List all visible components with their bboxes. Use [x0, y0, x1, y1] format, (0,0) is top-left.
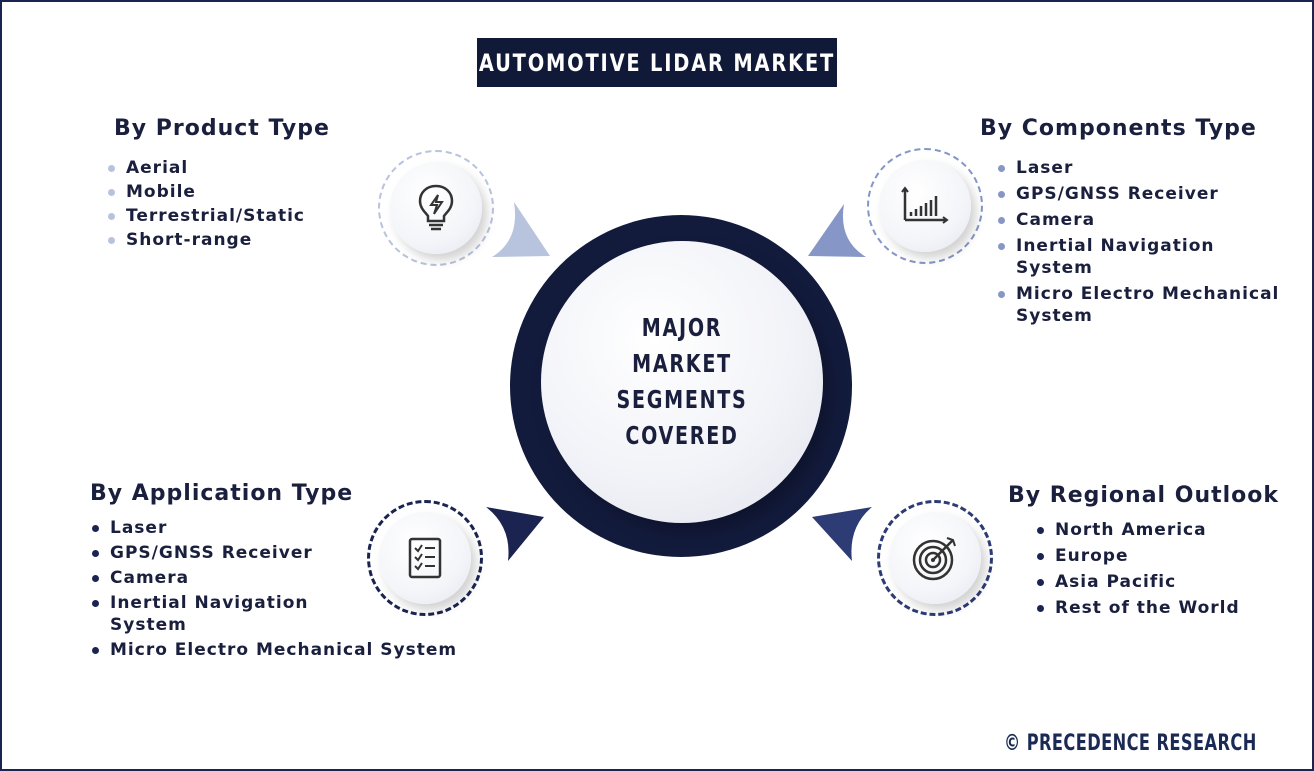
list-item: Terrestrial/Static	[108, 205, 305, 227]
arrow-bottom-left	[486, 507, 544, 561]
center-line: MAJOR	[641, 313, 723, 342]
bar-chart-icon	[901, 186, 949, 224]
list-item: Asia Pacific	[1037, 571, 1240, 593]
list-item: Inertial Navigation System	[92, 592, 320, 636]
list-item: GPS/GNSS Receiver	[998, 183, 1298, 205]
list-item: Mobile	[108, 181, 305, 203]
regional-outlook-list: North America Europe Asia Pacific Rest o…	[1037, 519, 1240, 619]
lightbulb-icon	[418, 184, 454, 231]
list-item: Inertial Navigation System	[998, 235, 1298, 279]
list-item: Camera	[998, 209, 1298, 231]
list-item: North America	[1037, 519, 1240, 541]
application-type-list: Laser GPS/GNSS Receiver Camera Inertial …	[92, 517, 472, 661]
list-item: GPS/GNSS Receiver	[92, 542, 472, 564]
components-type-badge	[867, 148, 983, 264]
target-icon	[912, 537, 956, 581]
regional-outlook-heading: By Regional Outlook	[1008, 483, 1280, 508]
list-item: Aerial	[108, 157, 305, 179]
list-item: Micro Electro Mechanical System	[92, 639, 472, 661]
checklist-icon	[408, 537, 442, 579]
product-type-heading: By Product Type	[114, 116, 330, 141]
list-item: Europe	[1037, 545, 1240, 567]
list-item: Rest of the World	[1037, 597, 1240, 619]
list-item: Camera	[92, 567, 472, 589]
list-item: Laser	[998, 157, 1298, 179]
regional-outlook-badge	[877, 500, 993, 616]
list-item: Laser	[92, 517, 472, 539]
arrow-top-right	[808, 204, 866, 257]
product-type-badge	[378, 150, 494, 266]
components-type-list: Laser GPS/GNSS Receiver Camera Inertial …	[998, 157, 1298, 327]
center-line: SEGMENTS	[616, 385, 748, 414]
application-type-heading: By Application Type	[90, 481, 354, 506]
components-type-heading: By Components Type	[980, 116, 1257, 141]
center-line: MARKET	[632, 349, 732, 378]
arrow-bottom-right	[812, 507, 872, 561]
list-item: Short-range	[108, 229, 305, 251]
center-hub: MAJOR MARKET SEGMENTS COVERED	[541, 241, 823, 523]
product-type-list: Aerial Mobile Terrestrial/Static Short-r…	[108, 157, 305, 251]
center-hub-label: MAJOR MARKET SEGMENTS COVERED	[614, 310, 750, 454]
brand-footer: © PRECEDENCE RESEARCH	[1004, 731, 1257, 756]
arrow-top-left	[492, 202, 550, 257]
application-type-badge	[367, 500, 483, 616]
list-item: Micro Electro Mechanical System	[998, 283, 1286, 327]
center-line: COVERED	[625, 421, 739, 450]
page-title: AUTOMOTIVE LIDAR MARKET	[477, 38, 837, 87]
